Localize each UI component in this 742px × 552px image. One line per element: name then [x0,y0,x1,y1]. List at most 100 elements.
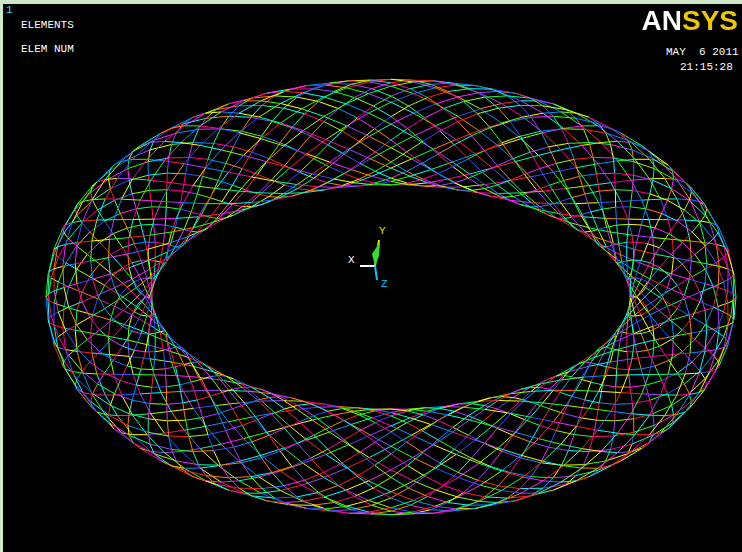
element-line [280,397,297,406]
element-line [163,225,165,243]
element-line [66,243,78,245]
element-line [628,369,641,371]
element-line [171,164,184,183]
element-line [682,340,694,352]
element-line [92,408,97,412]
element-line [184,212,191,230]
element-line [128,162,148,169]
element-line [641,331,650,333]
element-line [298,404,311,406]
element-line [214,447,234,450]
element-line [115,394,133,401]
element-line [201,379,210,396]
element-line [132,400,150,403]
element-line [292,466,305,480]
element-line [176,461,198,465]
element-line [98,295,105,308]
element-line [272,409,285,414]
element-line [136,209,141,225]
element-line [163,350,165,368]
element-line [339,407,358,408]
element-line [242,420,257,426]
element-line [161,201,183,202]
element-line [375,454,391,466]
element-line [114,219,133,220]
element-line [92,239,110,241]
element-line [668,373,685,374]
element-line [164,430,184,433]
element-line [252,152,269,159]
element-line [328,411,344,420]
element-line [574,435,593,437]
element-line [718,303,728,306]
element-line [216,172,229,188]
element-line [507,413,530,417]
element-line [435,497,458,506]
element-line [330,162,352,170]
element-line [324,463,342,472]
element-line [77,284,82,302]
element-line [375,432,391,442]
element-line [637,350,648,352]
element-line [244,100,262,101]
element-line [677,374,685,395]
element-line [593,351,613,358]
element-line [357,476,373,488]
element-line [391,492,414,501]
element-line [568,366,574,372]
element-line [724,278,731,282]
element-line [181,126,200,143]
element-line [129,400,132,414]
element-line [48,316,51,319]
element-line [329,420,344,427]
element-line [490,397,502,398]
element-line [560,392,572,396]
element-line [307,440,326,454]
element-line [444,404,459,407]
element-line [109,258,111,274]
element-line [97,219,114,220]
element-line [214,451,221,466]
element-line [83,182,97,201]
element-line [262,489,275,499]
element-line [448,503,470,506]
element-line [167,420,185,422]
element-line [326,140,349,150]
element-line [409,488,428,497]
element-line [329,167,344,174]
element-line [98,288,115,296]
element-line [184,125,200,126]
element-line [251,473,272,477]
element-line [641,369,646,385]
element-line [150,232,172,235]
element-line [433,509,456,513]
element-line [692,362,700,371]
element-line [319,186,339,188]
element-line [438,420,453,427]
element-line [470,409,485,420]
element-line [171,183,193,186]
element-line [82,371,98,384]
element-line [695,340,706,348]
element-line [562,377,584,380]
element-line [655,360,669,366]
element-line [267,146,284,162]
element-line [334,179,354,183]
element-line [203,414,219,418]
element-line [498,473,510,486]
element-line [75,261,90,264]
element-line [154,224,155,242]
element-line [324,468,347,477]
element-line [584,366,590,377]
element-line [155,261,160,262]
element-line [684,292,700,299]
element-line [122,393,141,395]
element-line [599,376,606,392]
element-line [252,496,267,501]
element-line [267,162,290,168]
element-line [351,84,372,88]
element-line [409,408,425,409]
element-line [233,205,243,207]
element-line [152,370,154,388]
element-line [344,154,360,163]
